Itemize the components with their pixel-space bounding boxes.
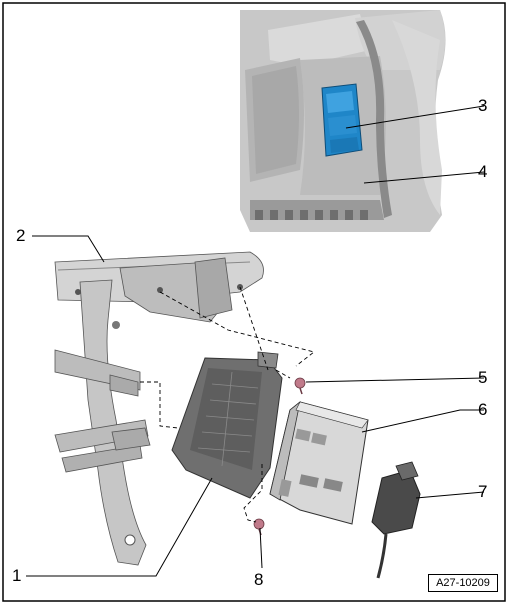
screw-top — [294, 377, 306, 395]
switch-part — [321, 83, 363, 157]
assembly-lines — [140, 286, 316, 523]
crossmember-part — [54, 251, 264, 566]
control-unit-part — [269, 400, 369, 525]
callout-leaders — [26, 105, 485, 577]
connector-part — [371, 461, 421, 579]
holder-part — [171, 351, 283, 499]
reference-code: A27-10209 — [428, 574, 498, 592]
